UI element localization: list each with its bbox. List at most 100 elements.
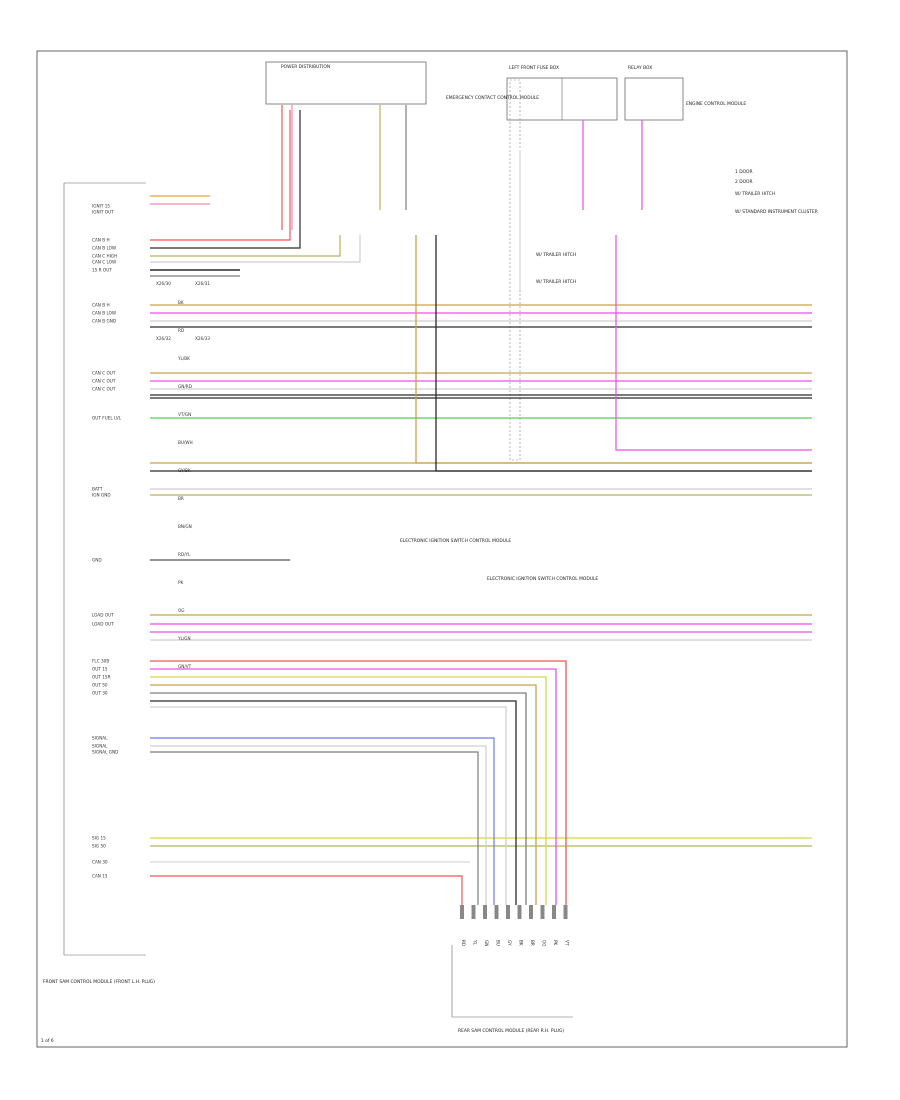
bottom-pin-label-9: VT bbox=[565, 940, 570, 946]
bottom-pin-8 bbox=[552, 905, 556, 919]
left-label-0: IGNIT 15 bbox=[92, 204, 110, 209]
fuse-module-title: LEFT FRONT FUSE BOX bbox=[509, 65, 559, 71]
left-label-15: IGN GND bbox=[92, 493, 111, 498]
left-label-17: LOAD OUT bbox=[92, 613, 114, 618]
left-label-27: SIG 15 bbox=[92, 836, 106, 841]
left-label-6: 15 R OUT bbox=[92, 268, 112, 273]
left-label-5: CAN C LOW bbox=[92, 260, 116, 265]
wire-code-12: YL/GN bbox=[177, 636, 191, 641]
wire-grp-2 bbox=[150, 676, 547, 905]
wire-can-b-low bbox=[150, 110, 301, 249]
wire-can-15 bbox=[150, 875, 463, 905]
left-label-23: OUT 30 bbox=[92, 691, 108, 696]
bottom-pin-layer: RD YL GN BU GY BK BR OG PK VT bbox=[460, 905, 570, 947]
bottom-pin-0 bbox=[460, 905, 464, 919]
wire-grp-6 bbox=[150, 706, 507, 905]
wire-can-c-low bbox=[150, 235, 361, 263]
left-label-19: FLC 30B bbox=[92, 659, 109, 664]
bottom-pin-3 bbox=[494, 905, 499, 919]
wire-grp-4 bbox=[150, 692, 527, 905]
wire-code-7: BR bbox=[178, 496, 184, 501]
left-label-10: CAN C OUT bbox=[92, 371, 116, 376]
wire-grp-3 bbox=[150, 684, 537, 905]
left-label-1: IGNIT OUT bbox=[92, 210, 114, 215]
left-label-28: SIG 50 bbox=[92, 844, 106, 849]
bottom-pin-label-1: YL bbox=[473, 939, 478, 946]
page-id: 1 of 6 bbox=[41, 1038, 54, 1044]
left-label-16: GND bbox=[92, 558, 102, 563]
bottom-pin-4 bbox=[506, 905, 510, 919]
emergency-module-label: EMERGENCY CONTACT CONTROL MODULE bbox=[446, 95, 539, 101]
note-2: 2 DOOR bbox=[735, 179, 753, 185]
bottom-pin-label-3: BU bbox=[496, 940, 501, 946]
left-label-3: CAN B LOW bbox=[92, 246, 116, 251]
wire-code-8: BN/GN bbox=[178, 524, 192, 529]
engine-module-label: ENGINE CONTROL MODULE bbox=[686, 101, 746, 107]
wire-grp-5 bbox=[150, 700, 517, 905]
left-label-14: BATT bbox=[92, 487, 103, 492]
bottom-pin-1 bbox=[471, 905, 476, 919]
wire-signal-2 bbox=[150, 745, 487, 905]
left-label-2: CAN B H bbox=[92, 238, 110, 243]
connector-label-3: X26/32 bbox=[156, 336, 171, 341]
wire-code-4: VT/GN bbox=[178, 412, 191, 417]
wire-code-9: RD/YL bbox=[178, 552, 191, 557]
wire-can-b-h bbox=[150, 110, 291, 241]
main-module-outline bbox=[63, 182, 146, 956]
wire-v-black-drop bbox=[435, 235, 812, 472]
wire-signal-1 bbox=[150, 737, 495, 905]
connector-label-1: X26/30 bbox=[156, 281, 171, 286]
wire-grp-1 bbox=[150, 668, 557, 905]
bottom-pin-9 bbox=[563, 905, 568, 919]
left-label-30: CAN 15 bbox=[92, 874, 108, 879]
left-label-21: OUT 15R bbox=[92, 675, 111, 680]
wiring-note-1: ELECTRONIC IGNITION SWITCH CONTROL MODUL… bbox=[400, 538, 511, 544]
bottom-pin-7 bbox=[540, 905, 545, 919]
note-3: W/ TRAILER HITCH bbox=[735, 191, 775, 197]
bottom-pin-label-2: GN bbox=[484, 940, 489, 946]
bottom-pin-label-8: PK bbox=[553, 940, 558, 946]
bottom-pin-label-0: RD bbox=[461, 940, 466, 946]
emergency-dashed-frame bbox=[509, 79, 521, 461]
left-label-4: CAN C HIGH bbox=[92, 254, 117, 259]
wire-grp-0 bbox=[150, 660, 567, 905]
wire-code-0: BK bbox=[178, 300, 184, 305]
wire-code-13: GN/VT bbox=[178, 664, 192, 669]
bottom-pin-label-7: OG bbox=[542, 940, 547, 947]
bottom-pin-2 bbox=[483, 905, 487, 919]
bottom-pin-label-5: BK bbox=[519, 940, 524, 946]
bottom-pin-6 bbox=[529, 905, 533, 919]
left-label-25: SIGNAL bbox=[92, 744, 108, 749]
left-label-11: CAN C OUT bbox=[92, 379, 116, 384]
wire-code-11: OG bbox=[178, 608, 185, 613]
bottom-pin-5 bbox=[517, 905, 522, 919]
wire-code-1: RD bbox=[178, 328, 184, 333]
wire-can-c-high bbox=[150, 235, 341, 257]
wire-code-6: GY/BK bbox=[178, 468, 191, 473]
left-label-24: SIGNAL bbox=[92, 736, 108, 741]
wire-v-magenta-drop bbox=[615, 235, 812, 451]
left-label-18: LOAD OUT bbox=[92, 622, 114, 627]
left-label-12: CAN C OUT bbox=[92, 387, 116, 392]
relay-module-title: RELAY BOX bbox=[628, 65, 652, 71]
left-label-9: CAN B GND bbox=[92, 319, 116, 324]
wire-v-tan-drop bbox=[415, 235, 812, 464]
note-4: W/ STANDARD INSTRUMENT CLUSTER bbox=[735, 209, 818, 215]
diagram-frame bbox=[36, 50, 848, 1048]
bottom-pin-label-4: GY bbox=[507, 940, 512, 946]
left-label-22: OUT 50 bbox=[92, 683, 108, 688]
top-module-title: POWER DISTRIBUTION bbox=[281, 64, 330, 70]
connector-label-4: X26/33 bbox=[195, 336, 210, 341]
left-label-29: CAN 30 bbox=[92, 860, 108, 865]
bottom-module-title: REAR SAM CONTROL MODULE (REAR R.H. PLUG) bbox=[458, 1028, 564, 1034]
main-module-title: FRONT SAM CONTROL MODULE (FRONT L.H. PLU… bbox=[43, 979, 155, 985]
bottom-pin-label-6: BR bbox=[530, 940, 535, 946]
left-label-8: CAN B LOW bbox=[92, 311, 116, 316]
bottom-module-outline bbox=[451, 945, 573, 1018]
wire-signal-gnd bbox=[150, 751, 479, 905]
wire-code-5: BU/WH bbox=[178, 440, 193, 445]
top-module-box bbox=[265, 61, 427, 105]
wiring-note-2: ELECTRONIC IGNITION SWITCH CONTROL MODUL… bbox=[487, 576, 598, 582]
